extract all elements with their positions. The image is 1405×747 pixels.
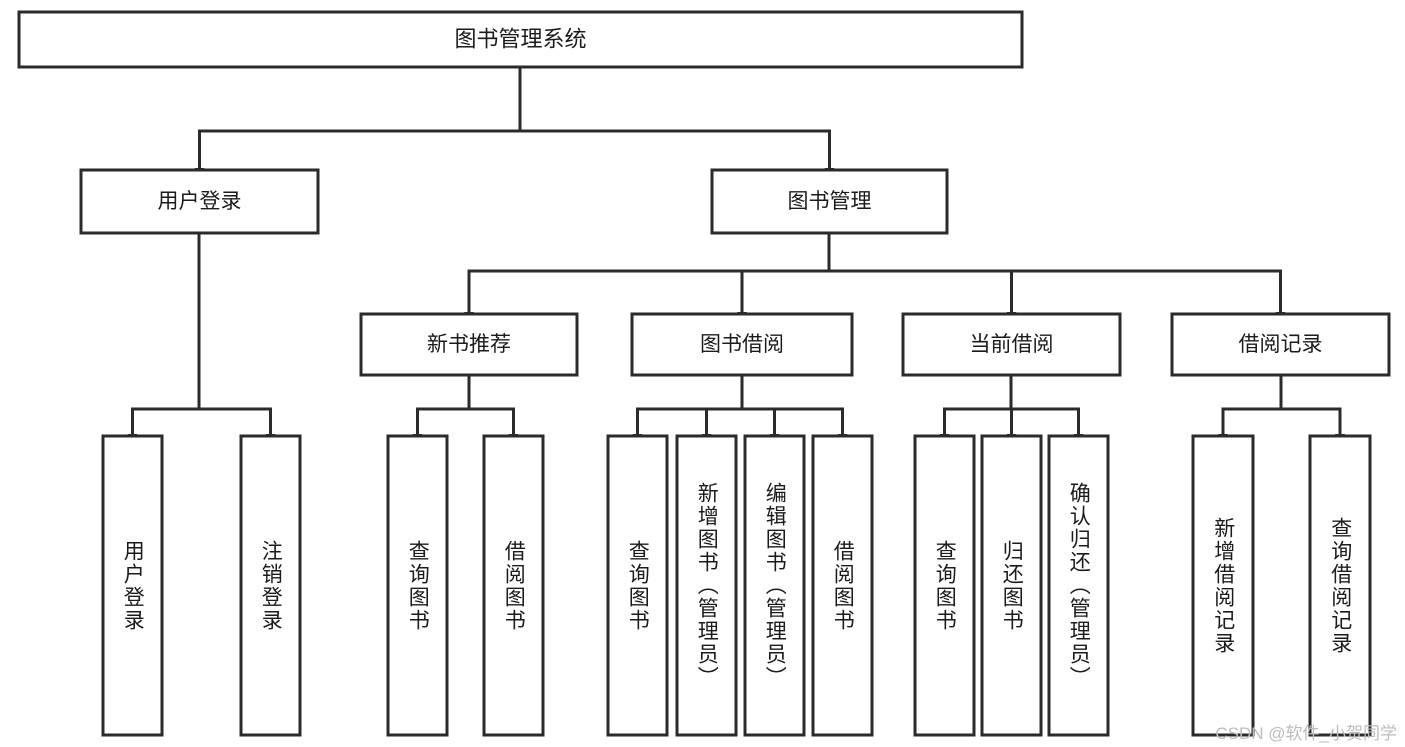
node-box-new-book-recommend[interactable] [359, 312, 579, 377]
node-box-leaf-user-login[interactable] [101, 434, 164, 737]
node-leaf-borrow-book-1[interactable] [482, 434, 545, 737]
node-label-user-login: 用户登录 [158, 190, 242, 213]
node-book-manage[interactable]: 图书管理 [710, 168, 949, 235]
node-box-leaf-borrow-book-2[interactable] [811, 434, 874, 737]
node-box-book-manage[interactable] [710, 168, 949, 235]
node-current-borrow[interactable]: 当前借阅 [901, 312, 1122, 377]
node-label-borrow-record: 借阅记录 [1239, 333, 1323, 356]
node-box-leaf-add-record[interactable] [1191, 434, 1255, 737]
node-box-current-borrow[interactable] [901, 312, 1122, 377]
node-root[interactable]: 图书管理系统 [17, 10, 1024, 69]
node-box-leaf-query-book-2[interactable] [606, 434, 669, 737]
connector-layer [127, 65, 1345, 443]
node-box-user-login[interactable] [79, 168, 320, 235]
node-leaf-query-book-3[interactable] [913, 434, 976, 737]
node-leaf-confirm-return[interactable] [1047, 434, 1110, 737]
node-label-root: 图书管理系统 [454, 26, 586, 51]
node-box-leaf-return-book[interactable] [980, 434, 1043, 737]
node-label-new-book-recommend: 新书推荐 [427, 333, 511, 356]
node-box-borrow-record[interactable] [1170, 312, 1391, 377]
node-box-leaf-logout[interactable] [239, 434, 302, 737]
node-leaf-edit-book[interactable] [743, 434, 806, 737]
node-box-book-borrow[interactable] [630, 312, 854, 377]
node-box-leaf-borrow-book-1[interactable] [482, 434, 545, 737]
node-box-leaf-query-record[interactable] [1308, 434, 1372, 737]
node-label-book-borrow: 图书借阅 [700, 333, 784, 356]
node-leaf-borrow-book-2[interactable] [811, 434, 874, 737]
node-leaf-add-record[interactable] [1191, 434, 1255, 737]
node-label-book-manage: 图书管理 [788, 190, 872, 213]
node-box-leaf-edit-book[interactable] [743, 434, 806, 737]
node-box-root[interactable] [17, 10, 1024, 69]
node-label-current-borrow: 当前借阅 [970, 333, 1054, 356]
node-box-leaf-add-book[interactable] [675, 434, 738, 737]
node-new-book-recommend[interactable]: 新书推荐 [359, 312, 579, 377]
node-leaf-return-book[interactable] [980, 434, 1043, 737]
node-leaf-add-book[interactable] [675, 434, 738, 737]
node-leaf-query-book-1[interactable] [386, 434, 449, 737]
node-leaf-query-record[interactable] [1308, 434, 1372, 737]
node-box-leaf-query-book-1[interactable] [386, 434, 449, 737]
node-borrow-record[interactable]: 借阅记录 [1170, 312, 1391, 377]
node-user-login[interactable]: 用户登录 [79, 168, 320, 235]
node-box-leaf-query-book-3[interactable] [913, 434, 976, 737]
watermark-text: CSDN @软件_小贺同学 [1215, 724, 1397, 743]
node-leaf-query-book-2[interactable] [606, 434, 669, 737]
node-leaf-logout[interactable] [239, 434, 302, 737]
node-box-leaf-confirm-return[interactable] [1047, 434, 1110, 737]
node-book-borrow[interactable]: 图书借阅 [630, 312, 854, 377]
node-leaf-user-login[interactable] [101, 434, 164, 737]
